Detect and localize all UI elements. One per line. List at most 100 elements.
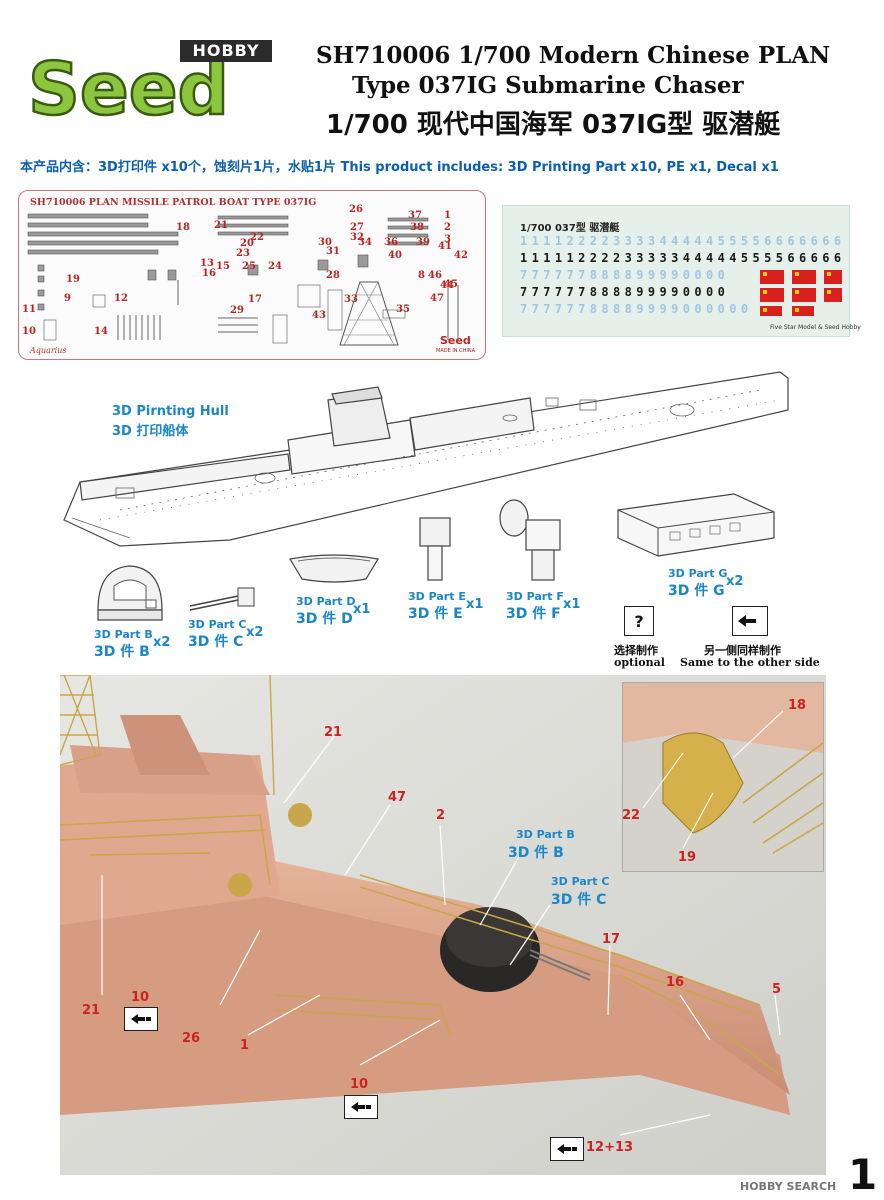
part-g-qty: x2 (726, 574, 744, 589)
callout-16: 16 (666, 975, 685, 990)
callout-21-lower: 21 (82, 1003, 101, 1018)
part-c-label-cn: 3D 件 C (188, 634, 244, 650)
callout-12-13: 12+13 (586, 1140, 634, 1155)
callout-1: 1 (240, 1038, 250, 1053)
photo-part-c-cn: 3D 件 C (551, 892, 607, 908)
watermark: HOBBY SEARCH (740, 1180, 837, 1193)
pe-number: 15 (216, 261, 230, 272)
part-g-label-en: 3D Part G (668, 567, 728, 580)
hull-line-drawing (63, 371, 789, 547)
pe-sheet-title: SH710006 PLAN MISSILE PATROL BOAT TYPE 0… (30, 197, 317, 208)
decal-title: 1/700 037型 驱潜艇 (520, 223, 620, 234)
part-g-drawing (617, 493, 775, 557)
part-g-label-cn: 3D 件 G (668, 583, 725, 599)
pe-made-in: MADE IN CHINA (436, 348, 476, 354)
pe-number: 33 (344, 294, 358, 305)
title-chinese: 1/700 现代中国海军 037IG型 驱潜艇 (326, 110, 781, 140)
both-sides-icon (732, 606, 768, 636)
part-b-qty: x2 (153, 635, 171, 650)
pe-number: 21 (214, 220, 228, 231)
part-f-label-cn: 3D 件 F (506, 606, 561, 622)
photo-part-b-cn: 3D 件 B (508, 845, 564, 861)
part-d-qty: x1 (353, 602, 371, 617)
pe-number: 16 (202, 268, 216, 279)
pe-number: 45 (444, 279, 458, 290)
flag-decal (824, 288, 842, 302)
callout-2: 2 (436, 808, 446, 823)
pe-number: 19 (66, 274, 80, 285)
pe-number: 29 (230, 305, 244, 316)
pe-number: 9 (64, 293, 71, 304)
photo-part-b-en: 3D Part B (516, 828, 575, 841)
decal-row: 1111122223333344444555566666 (520, 251, 846, 265)
flag-decal (792, 306, 814, 316)
part-e-label-en: 3D Part E (408, 590, 466, 603)
pe-number: 40 (388, 250, 402, 261)
callout-18: 18 (788, 698, 807, 713)
pe-number: 14 (94, 326, 108, 337)
pe-number: 2 (444, 222, 451, 233)
model-photo (60, 675, 826, 1175)
flag-decal (792, 270, 816, 284)
decal-row: 777777888899990000 (520, 268, 730, 282)
pe-number: 42 (454, 250, 468, 261)
pe-number: 13 (200, 258, 214, 269)
callout-21: 21 (324, 725, 343, 740)
pe-number: 41 (438, 241, 452, 252)
part-d-label-cn: 3D 件 D (296, 611, 353, 627)
pe-number: 12 (114, 293, 128, 304)
title-line-1: SH710006 1/700 Modern Chinese PLAN (316, 42, 831, 69)
pe-number: 39 (416, 237, 430, 248)
flag-decal (760, 270, 784, 284)
part-b-label-en: 3D Part B (94, 628, 153, 641)
part-d-label-en: 3D Part D (296, 595, 356, 608)
callout-22: 22 (622, 808, 641, 823)
both-sides-icon (344, 1095, 378, 1119)
inset-photo (622, 682, 824, 872)
optional-label-cn: 选择制作 (614, 644, 658, 657)
pe-number: 35 (396, 304, 410, 315)
pe-number: 24 (268, 261, 282, 272)
callout-10: 10 (131, 990, 150, 1005)
pe-number: 10 (22, 326, 36, 337)
callout-26: 26 (182, 1031, 201, 1046)
pe-number: 1 (444, 210, 451, 221)
part-e-label-cn: 3D 件 E (408, 606, 463, 622)
flag-decal (824, 270, 842, 284)
decal-row: 77777788889999000000 (520, 302, 753, 316)
optional-icon: ? (624, 606, 654, 636)
pe-number: 32 (350, 232, 364, 243)
part-b-label-cn: 3D 件 B (94, 644, 150, 660)
decal-credit: Five Star Model & Seed Hobby (770, 324, 861, 331)
flag-decal (760, 288, 784, 302)
both-sides-icon (124, 1007, 158, 1031)
callout-5: 5 (772, 982, 782, 997)
pe-parts-drawing (27, 213, 459, 346)
contents-line: 本产品内含：3D打印件 x10个，蚀刻片1片，水贴1片 This product… (20, 160, 779, 175)
part-c-label-en: 3D Part C (188, 618, 247, 631)
photo-part-c-en: 3D Part C (551, 875, 610, 888)
callout-19: 19 (678, 850, 697, 865)
pe-number: 31 (326, 246, 340, 257)
pe-number: 44 (440, 280, 454, 291)
pe-number: 8 (418, 270, 425, 281)
logo-hobby-tag: HOBBY (180, 40, 272, 62)
page-number: 1 (848, 1150, 878, 1199)
hull-label-cn: 3D 打印船体 (112, 424, 189, 439)
pe-number: 27 (350, 222, 364, 233)
pe-number: 46 (428, 270, 442, 281)
flag-decal (792, 288, 816, 302)
callout-10-lower: 10 (350, 1077, 369, 1092)
both-sides-icon (550, 1137, 584, 1161)
pe-number: 18 (176, 222, 190, 233)
pe-number: 26 (349, 204, 363, 215)
pe-number: 38 (410, 222, 424, 233)
pe-number: 30 (318, 237, 332, 248)
part-f-qty: x1 (563, 597, 581, 612)
flag-decal (760, 306, 782, 316)
optional-label-en: optional (614, 656, 665, 669)
decal-row: 1111222233334444455556666666 (520, 234, 846, 248)
part-f-label-en: 3D Part F (506, 590, 564, 603)
pe-number: 25 (242, 261, 256, 272)
part-e-drawing (419, 517, 451, 581)
